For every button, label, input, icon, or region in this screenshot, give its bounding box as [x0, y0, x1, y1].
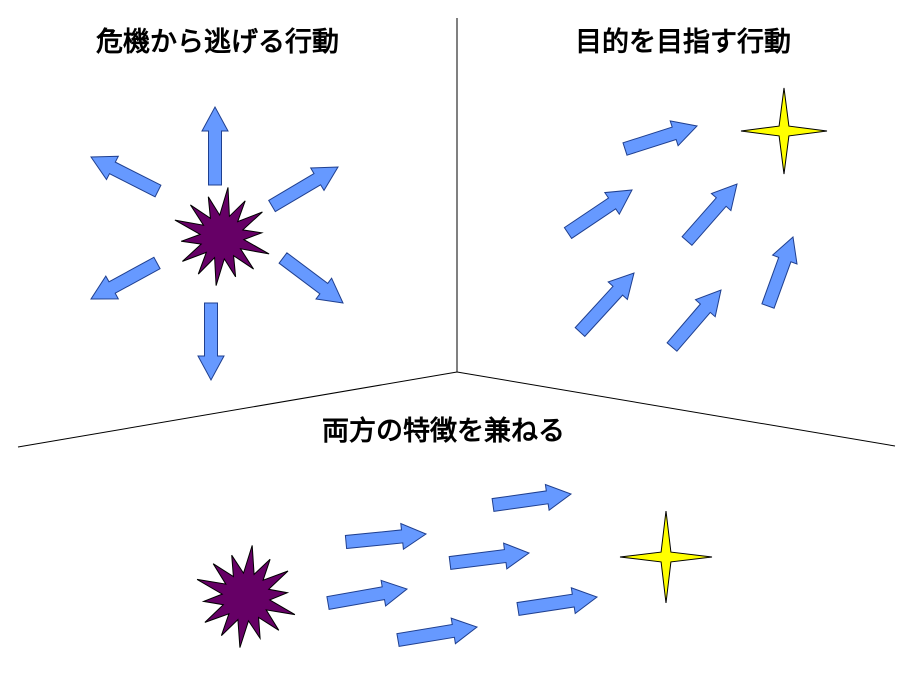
escape-arrow-icon: [201, 105, 229, 186]
combined-arrow-icon: [491, 483, 573, 512]
escape-arrow-icon: [268, 166, 339, 213]
goal-arrow-icon: [666, 289, 722, 352]
goal-arrow-icon: [761, 236, 798, 309]
divider-right: [456, 371, 896, 447]
combined-behavior-title: 両方の特徴を兼ねる: [322, 416, 565, 447]
escape-arrow-icon: [90, 155, 162, 198]
goal-behavior-title: 目的を目指す行動: [575, 27, 791, 58]
escape-behavior-title: 危機から逃げる行動: [96, 27, 339, 58]
threat-burst-icon: [196, 545, 296, 648]
goal-arrow-icon: [563, 189, 633, 240]
escape-arrow-icon: [278, 252, 344, 304]
combined-arrow-icon: [516, 587, 599, 616]
combined-arrow-icon: [344, 522, 428, 551]
escape-arrow-icon: [90, 256, 161, 300]
threat-burst-icon: [174, 187, 270, 286]
goal-arrow-icon: [622, 120, 698, 156]
combined-arrow-icon: [326, 579, 409, 610]
goal-arrow-icon: [681, 183, 738, 247]
goal-star-icon: [619, 510, 713, 604]
combined-arrow-icon: [396, 617, 479, 647]
goal-star-icon: [740, 87, 828, 175]
divider-left: [17, 371, 458, 448]
combined-arrow-icon: [448, 542, 531, 570]
goal-arrow-icon: [574, 272, 635, 338]
escape-arrow-icon: [197, 302, 225, 382]
